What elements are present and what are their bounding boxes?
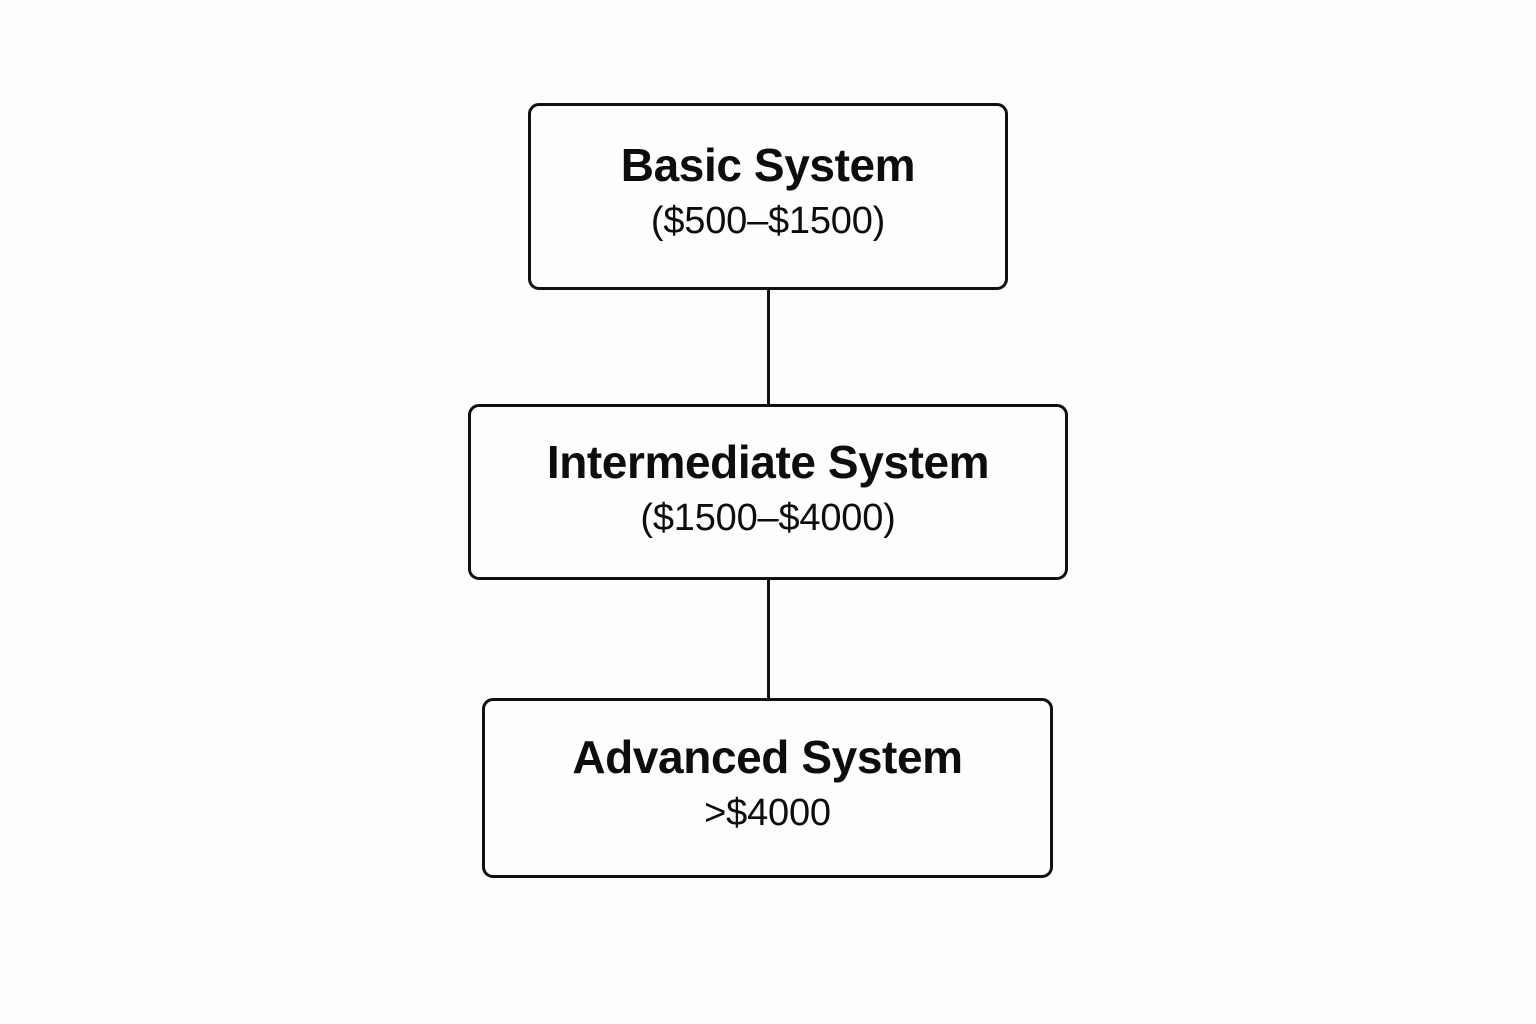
- node-advanced-system[interactable]: Advanced System >$4000: [482, 698, 1053, 878]
- node-basic-system[interactable]: Basic System ($500–$1500): [528, 103, 1008, 290]
- node-basic-system-title: Basic System: [620, 138, 916, 191]
- node-intermediate-system-price-range: ($1500–$4000): [640, 497, 896, 539]
- node-intermediate-system[interactable]: Intermediate System ($1500–$4000): [468, 404, 1068, 580]
- connector-intermediate-to-advanced: [767, 579, 770, 699]
- connector-basic-to-intermediate: [767, 289, 770, 405]
- node-advanced-system-title: Advanced System: [572, 731, 963, 783]
- node-intermediate-system-title: Intermediate System: [546, 436, 990, 488]
- node-advanced-system-price-range: >$4000: [704, 792, 831, 834]
- node-basic-system-price-range: ($500–$1500): [650, 199, 886, 242]
